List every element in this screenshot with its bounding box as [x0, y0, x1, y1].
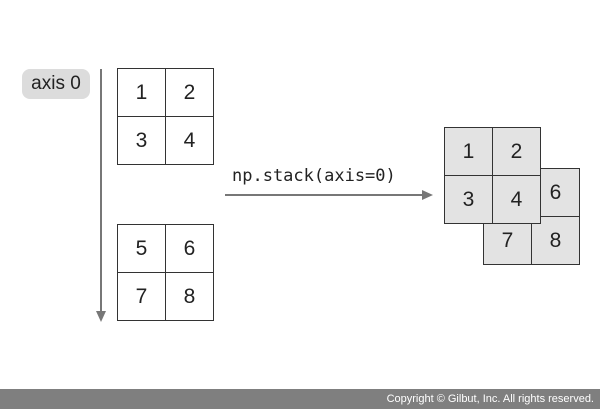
- transform-arrow-line: [225, 194, 423, 196]
- array-cell: 4: [166, 117, 213, 164]
- footer-bar: Copyright © Gilbut, Inc. All rights rese…: [0, 389, 600, 409]
- array-cell: 8: [166, 273, 213, 320]
- array-cell: 1: [118, 69, 165, 116]
- array-cell: 8: [532, 217, 579, 264]
- array-cell: 6: [166, 225, 213, 272]
- input-array-1: 1 2 3 4: [117, 68, 214, 165]
- copyright-text: Copyright © Gilbut, Inc. All rights rese…: [386, 393, 594, 405]
- array-cell: 3: [445, 176, 492, 223]
- array-cell: 3: [118, 117, 165, 164]
- axis-0-arrow-line: [100, 69, 102, 312]
- stacked-array-front: 1 2 3 4: [444, 127, 541, 224]
- axis-0-arrow-head: [96, 311, 106, 322]
- array-cell: 5: [118, 225, 165, 272]
- function-label: np.stack(axis=0): [232, 166, 396, 186]
- array-cell: 2: [166, 69, 213, 116]
- array-cell: 1: [445, 128, 492, 175]
- transform-arrow-head: [422, 190, 433, 200]
- array-cell: 4: [493, 176, 540, 223]
- input-array-2: 5 6 7 8: [117, 224, 214, 321]
- axis-label: axis 0: [22, 69, 90, 99]
- array-cell: 7: [118, 273, 165, 320]
- array-cell: 2: [493, 128, 540, 175]
- array-cell: 7: [484, 217, 531, 264]
